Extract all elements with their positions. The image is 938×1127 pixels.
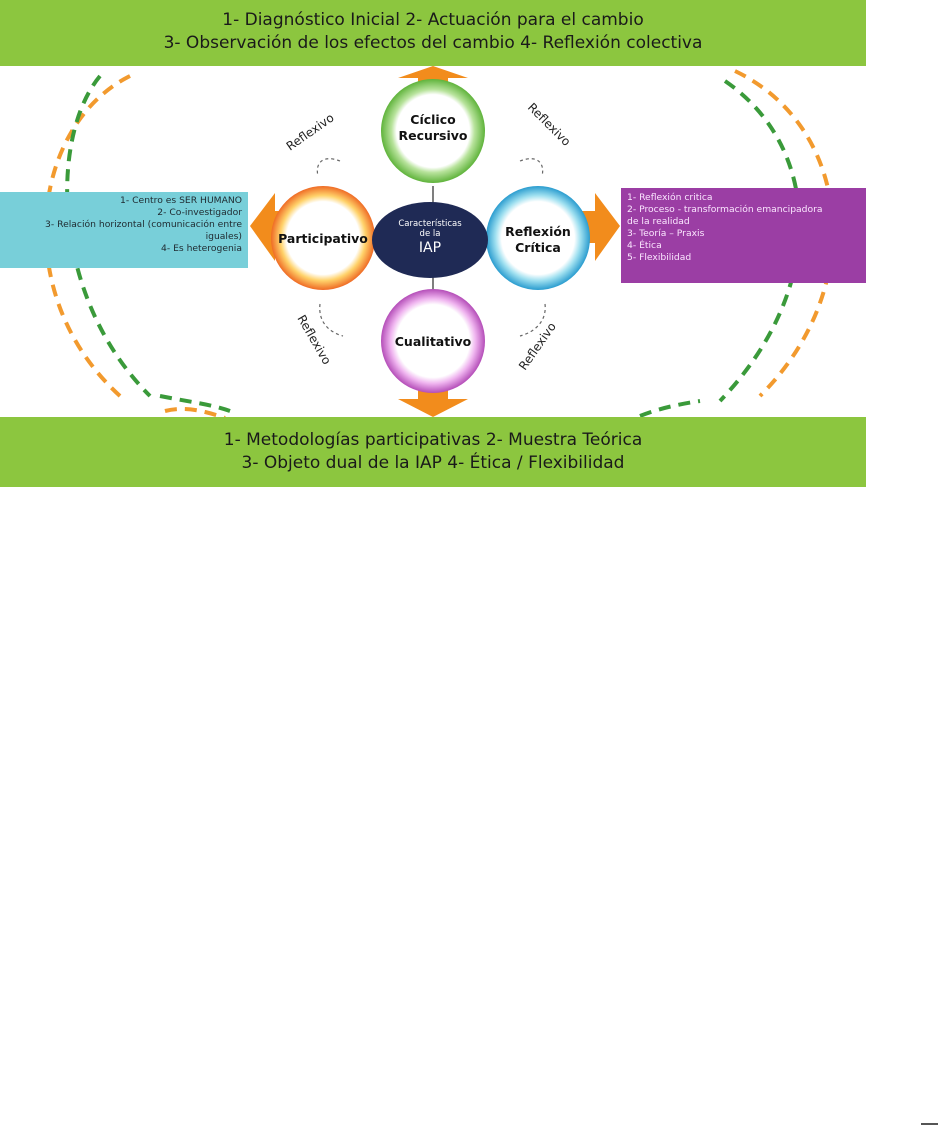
left-box-item-5: 4- Es heterogenia <box>160 243 242 254</box>
left-inner-orange-arc <box>164 407 226 417</box>
left-box-item-4: iguales) <box>205 231 242 242</box>
right-circle-label-line-2: Crítica <box>515 240 561 255</box>
left-info-box: 1- Centro es SER HUMANO 2- Co-investigad… <box>0 192 248 268</box>
bottom-arrow <box>398 378 468 417</box>
center-small-line-1: Características <box>398 219 462 229</box>
left-box-item-1: 1- Centro es SER HUMANO <box>120 195 242 206</box>
reflexive-label-bottom-right: Reflexivo <box>516 320 559 373</box>
left-circle <box>271 186 375 290</box>
reflexive-arrow-top-right <box>519 158 544 177</box>
right-box-item-1: 1- Reflexión critica <box>627 192 713 203</box>
top-banner-line-1: 1- Diagnóstico Inicial 2- Actuación para… <box>222 10 644 30</box>
center-label: Características de la IAP <box>372 219 488 257</box>
left-circle-label: Participativo <box>278 231 368 247</box>
center-ellipse <box>372 202 488 278</box>
bottom-circle-label: Cualitativo <box>383 334 483 350</box>
left-circle-label-line-1: Participativo <box>278 231 368 246</box>
top-banner-line-2: 3- Observación de los efectos del cambio… <box>163 33 703 53</box>
reflexive-arrow-bottom-left <box>319 303 344 337</box>
iap-diagram: Reflexivo Reflexivo Reflexivo Reflexivo <box>43 66 835 417</box>
left-box-item-2: 2- Co-investigador <box>157 207 242 218</box>
right-circle-label-line-1: Reflexión <box>505 224 571 239</box>
top-banner: 1- Diagnóstico Inicial 2- Actuación para… <box>0 0 866 66</box>
bottom-circle <box>381 289 485 393</box>
right-box-item-2: 2- Proceso - transformación emancipadora <box>627 204 823 215</box>
bottom-banner-line-1: 1- Metodologías participativas 2- Muestr… <box>223 430 643 450</box>
bottom-banner-line-2: 3- Objeto dual de la IAP 4- Ética / Flex… <box>241 453 625 473</box>
right-box-item-5: 4- Ética <box>627 240 662 251</box>
top-circle <box>381 79 485 183</box>
right-circle-label: Reflexión Crítica <box>493 224 583 256</box>
right-outer-orange-arc <box>734 69 835 398</box>
left-inner-green-arc <box>159 394 231 413</box>
reflexive-label-top-right: Reflexivo <box>525 100 574 149</box>
center-big-text: IAP <box>418 240 442 256</box>
right-inner-green-arc <box>639 399 701 417</box>
top-circle-label: Cíclico Recursivo <box>383 112 483 144</box>
left-box-item-3: 3- Relación horizontal (comunicación ent… <box>45 219 242 230</box>
top-circle-label-line-1: Cíclico <box>410 112 456 127</box>
reflexive-label-bottom-left: Reflexivo <box>294 313 334 367</box>
reflexive-label-top-left: Reflexivo <box>284 111 337 154</box>
bottom-banner: 1- Metodologías participativas 2- Muestr… <box>0 417 866 487</box>
right-arrow <box>575 193 620 261</box>
page-edge-mark <box>921 1123 938 1125</box>
right-box-item-4: 3- Teoría – Praxis <box>627 228 705 239</box>
right-info-box: 1- Reflexión critica 2- Proceso - transf… <box>621 188 866 283</box>
right-box-item-6: 5- Flexibilidad <box>627 252 692 263</box>
bottom-circle-label-line-1: Cualitativo <box>394 334 472 349</box>
right-box-item-3: de la realidad <box>627 216 690 227</box>
right-circle <box>486 186 590 290</box>
reflexive-arrow-top-left <box>316 158 341 177</box>
top-circle-label-line-2: Recursivo <box>398 128 468 143</box>
center-small-line-2: de la <box>419 229 441 239</box>
